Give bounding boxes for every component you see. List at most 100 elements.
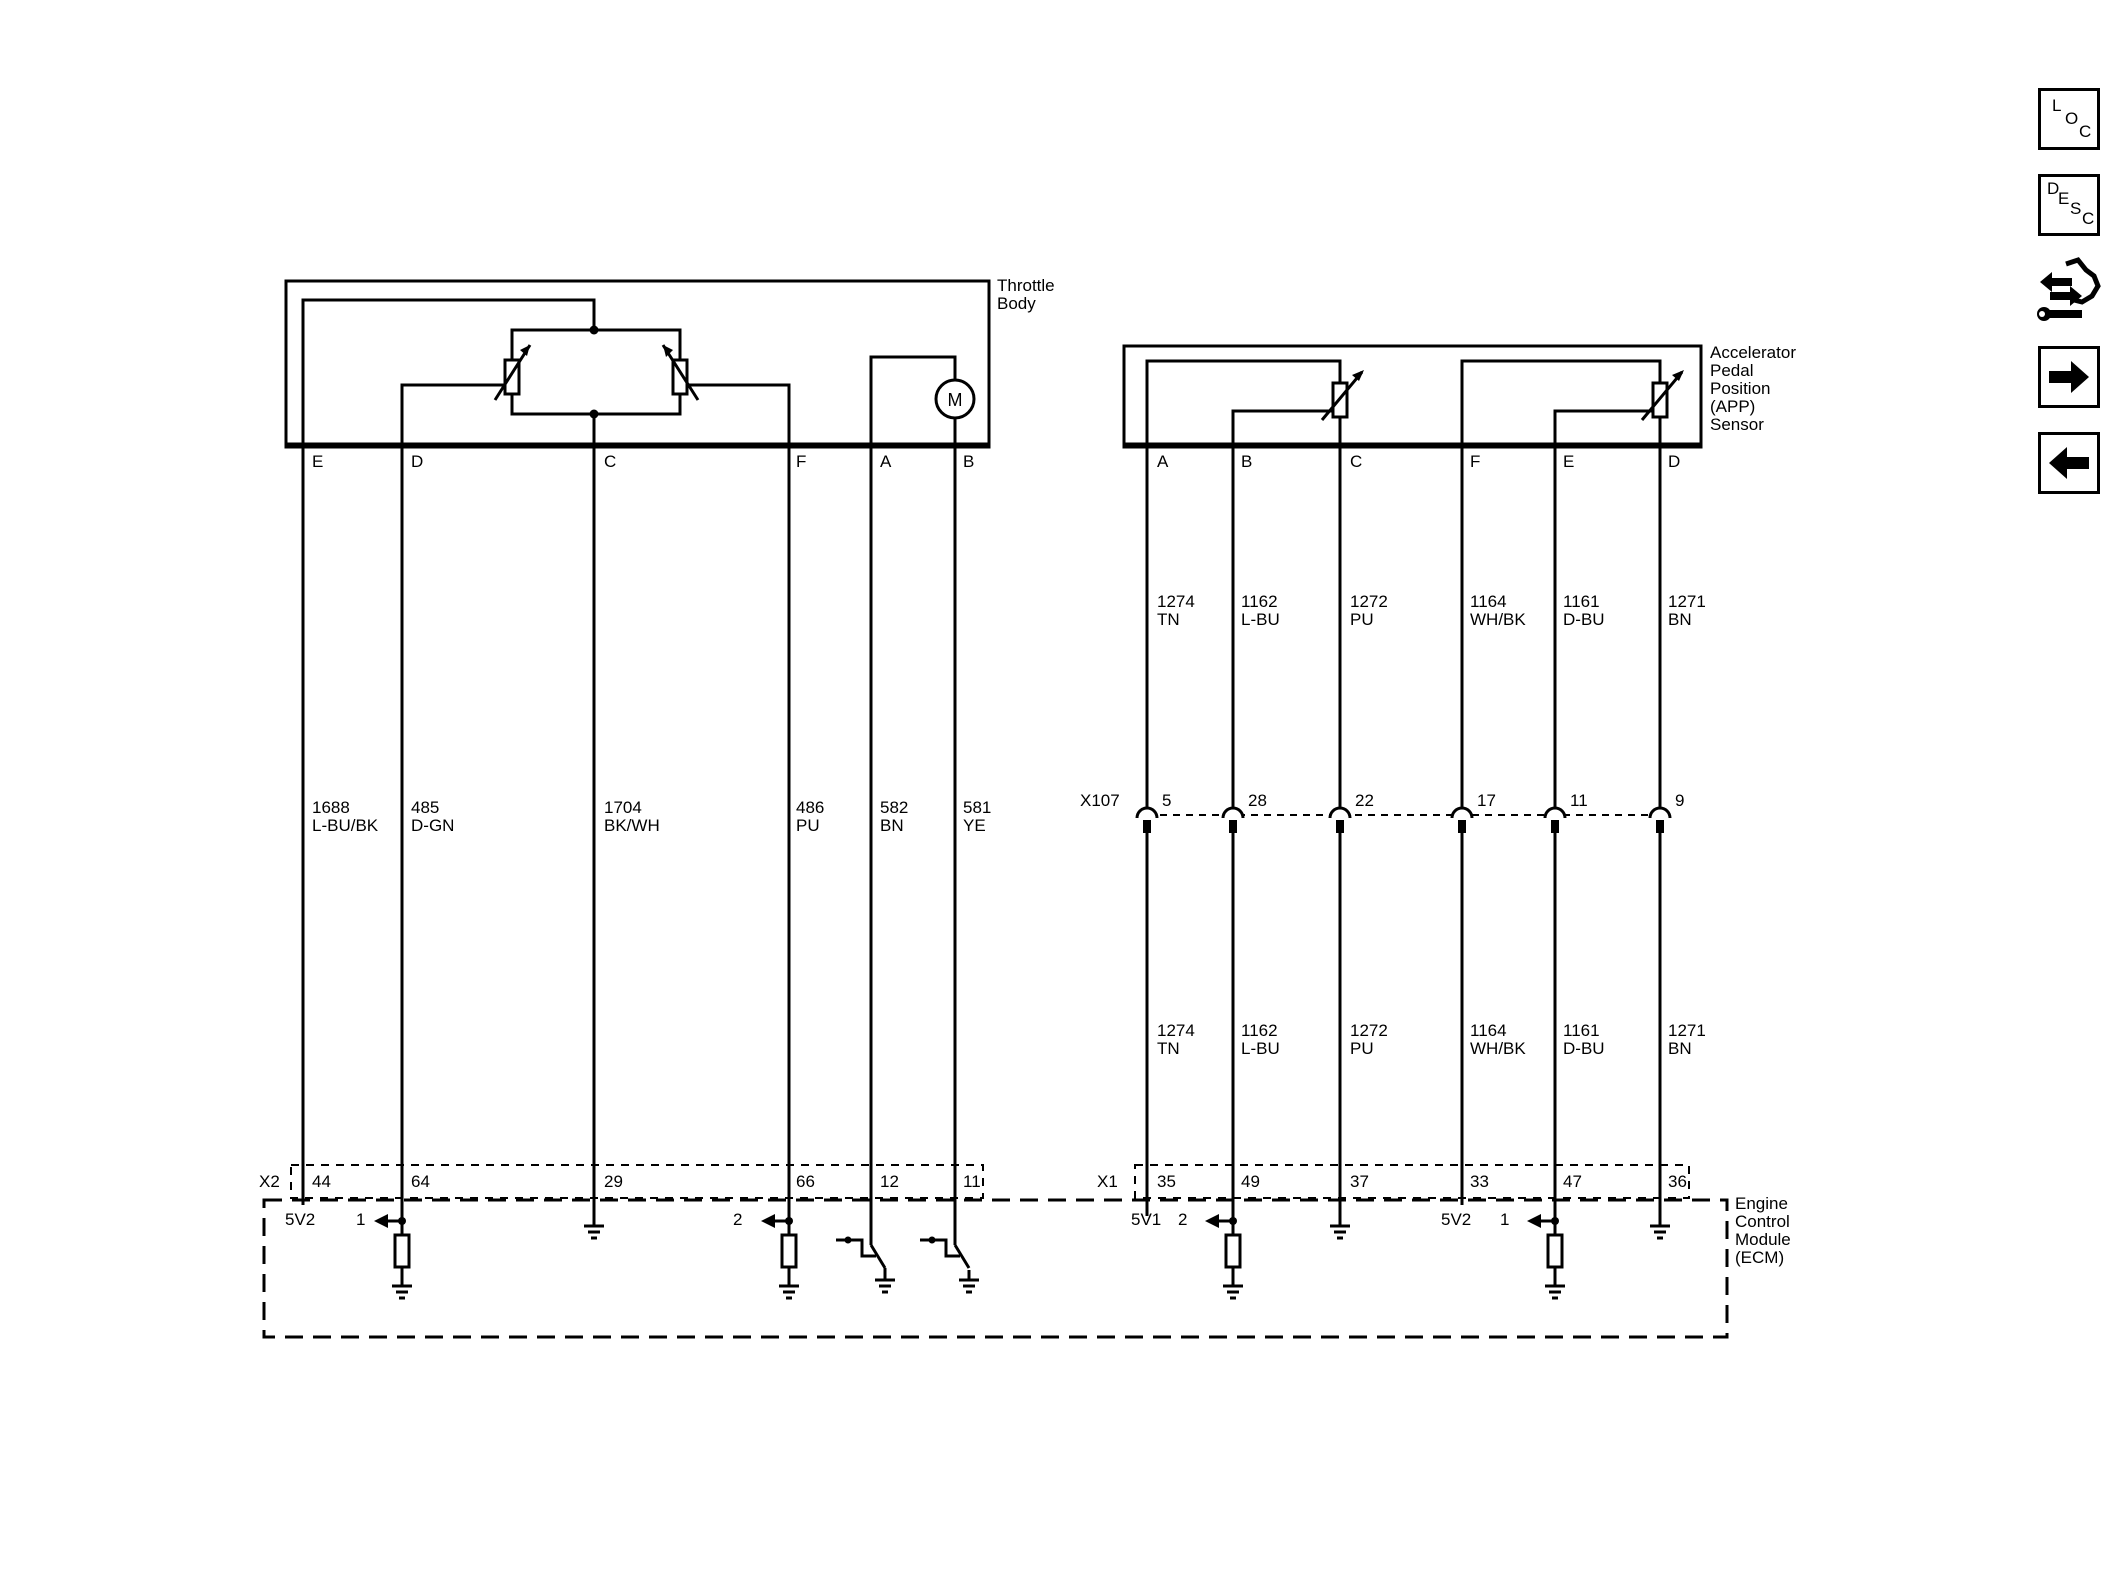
circuit-number: 581: [963, 798, 991, 817]
x107-pin: 28: [1248, 791, 1267, 810]
x107-pin: 5: [1162, 791, 1171, 810]
ecm-signal-number: 1: [1500, 1210, 1509, 1229]
ecm-signal-circuit-2: [761, 1214, 801, 1300]
ecm-pin: 12: [880, 1172, 899, 1191]
pin-letter: B: [963, 452, 974, 471]
previous-page-button[interactable]: [2038, 432, 2100, 494]
wire-color: L-BU: [1241, 1039, 1280, 1058]
circuit-number: 486: [796, 798, 824, 817]
ecm-pin-numbers: 44 64 29 66 12 11 35 49 37 33 47 36: [312, 1172, 1687, 1191]
x107-label: X107: [1080, 791, 1120, 810]
pin-letter: E: [1563, 452, 1574, 471]
circuit-number: 1164: [1470, 592, 1507, 611]
ecm-5v-reference: 5V2: [1441, 1210, 1471, 1229]
app-sensor-label-line: Sensor: [1710, 415, 1764, 434]
app-sensor-2: [1640, 370, 1684, 421]
ecm-pin: 49: [1241, 1172, 1260, 1191]
location-button[interactable]: L O C: [2038, 88, 2100, 150]
ecm-signal-number: 2: [733, 1210, 742, 1229]
wrench-arrows-icon[interactable]: [2036, 256, 2102, 328]
circuit-number: 1704: [604, 798, 642, 817]
ecm-component: X2 X1 Engine Control Module (ECM): [259, 1164, 1791, 1339]
desc-letter: C: [2082, 209, 2095, 228]
app-wires: [1145, 447, 1662, 1221]
x1-label: X1: [1097, 1172, 1118, 1191]
wire-color: PU: [1350, 1039, 1374, 1058]
x107-pin: 17: [1477, 791, 1496, 810]
app-pin-letters: A B C F E D: [1157, 452, 1680, 471]
throttle-position-sensor-1: [493, 344, 532, 401]
ecm-5v-reference: 5V2: [285, 1210, 315, 1229]
x107-connector: X107 5 28 22 17 11 9: [1080, 791, 1684, 833]
circuit-number: 1274: [1157, 592, 1195, 611]
wire-color: WH/BK: [1470, 1039, 1526, 1058]
circuit-number: 1164: [1470, 1021, 1507, 1040]
x107-pin: 11: [1570, 791, 1588, 810]
loc-letters: L O C: [2041, 91, 2097, 147]
throttle-wires: [301, 447, 957, 1245]
pin-letter: B: [1241, 452, 1252, 471]
wire-color: BK/WH: [604, 816, 660, 835]
pin-letter: A: [1157, 452, 1169, 471]
pin-letter: C: [1350, 452, 1362, 471]
motor-label: M: [948, 390, 963, 410]
circuit-number: 1162: [1241, 1021, 1278, 1040]
description-button[interactable]: D E S C: [2038, 174, 2100, 236]
pin-letter: F: [1470, 452, 1480, 471]
ecm-pin: 35: [1157, 1172, 1176, 1191]
circuit-number: 1688: [312, 798, 350, 817]
ground-symbol: [1648, 1214, 1672, 1240]
ground-symbol: [582, 1214, 606, 1240]
throttle-body-label: Body: [997, 294, 1036, 313]
pin-letter: D: [1668, 452, 1680, 471]
wire-color: PU: [1350, 610, 1374, 629]
ecm-signal-circuit-1: [374, 1214, 414, 1300]
wire-color: YE: [963, 816, 986, 835]
motor-control-switch-a: [836, 1236, 887, 1270]
x107-pin: 9: [1675, 791, 1684, 810]
ecm-signal-circuit-3: [1205, 1214, 1245, 1300]
ecm-signal-circuit-4: [1527, 1214, 1567, 1300]
app-sensor-1: [1320, 370, 1364, 421]
circuit-number: 1274: [1157, 1021, 1195, 1040]
ground-symbol: [873, 1268, 897, 1294]
wire-color: BN: [1668, 1039, 1692, 1058]
ecm-label-line: Module: [1735, 1230, 1791, 1249]
app-sensor-label-line: Pedal: [1710, 361, 1753, 380]
throttle-circuit-labels: 1688 L-BU/BK 485 D-GN 1704 BK/WH 486 PU …: [312, 798, 991, 835]
throttle-position-sensor-2: [661, 344, 700, 401]
wire-color: BN: [880, 816, 904, 835]
circuit-number: 1271: [1668, 592, 1706, 611]
ecm-pin: 33: [1470, 1172, 1489, 1191]
wire-color: WH/BK: [1470, 610, 1526, 629]
app-sensor-label-line: Accelerator: [1710, 343, 1796, 362]
throttle-motor: M: [934, 378, 976, 420]
ecm-signal-number: 2: [1178, 1210, 1187, 1229]
ground-symbol: [1328, 1214, 1352, 1240]
pin-letter: D: [411, 452, 423, 471]
app-sensor-label-line: (APP): [1710, 397, 1755, 416]
ecm-pin: 64: [411, 1172, 430, 1191]
ecm-label-line: Control: [1735, 1212, 1790, 1231]
wire-color: TN: [1157, 610, 1180, 629]
ecm-pin: 36: [1668, 1172, 1687, 1191]
loc-letter: L: [2052, 96, 2062, 115]
app-circuit-labels-upper: 1274 TN 1162 L-BU 1272 PU 1164 WH/BK 116…: [1157, 592, 1706, 629]
arrow-left-icon: [2049, 447, 2089, 479]
app-circuit-labels-lower: 1274 TN 1162 L-BU 1272 PU 1164 WH/BK 116…: [1157, 1021, 1706, 1058]
pin-letter: E: [312, 452, 323, 471]
ecm-5v-reference: 5V1: [1131, 1210, 1161, 1229]
ecm-label-line: Engine: [1735, 1194, 1788, 1213]
wire-color: D-BU: [1563, 610, 1605, 629]
desc-letters: D E S C: [2041, 177, 2097, 233]
app-sensor-label: Accelerator Pedal Position (APP) Sensor: [1710, 343, 1796, 434]
motor-control-switch-b: [920, 1236, 971, 1269]
ecm-signal-number: 1: [356, 1210, 365, 1229]
circuit-number: 582: [880, 798, 908, 817]
ecm-pin: 44: [312, 1172, 331, 1191]
wire-color: L-BU/BK: [312, 816, 379, 835]
next-page-button[interactable]: [2038, 346, 2100, 408]
desc-letter: E: [2058, 189, 2070, 208]
circuit-number: 485: [411, 798, 439, 817]
circuit-number: 1162: [1241, 592, 1278, 611]
